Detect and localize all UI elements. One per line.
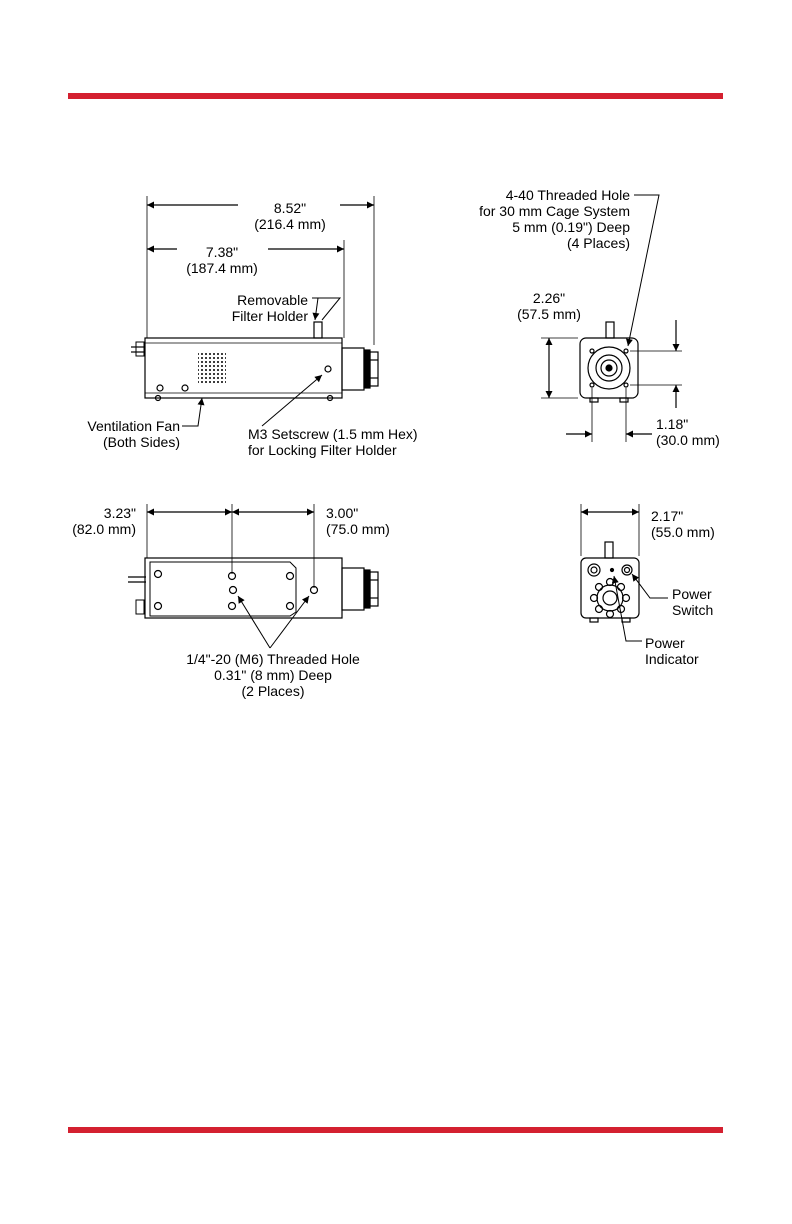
dim-a-mm: (82.0 mm): [72, 521, 136, 537]
filter-holder-label-1: Removable: [237, 292, 308, 308]
body-length-in: 7.38": [206, 244, 238, 260]
back-view-labels: 2.17" (55.0 mm) Power Switch Power Indic…: [645, 508, 715, 667]
cage-hole-label-3: 5 mm (0.19") Deep: [512, 219, 630, 235]
cage-spacing-in: 1.18": [656, 416, 688, 432]
width-mm: (55.0 mm): [651, 524, 715, 540]
housing-side: [144, 337, 343, 399]
bottom-view-labels: 3.23" (82.0 mm) 3.00" (75.0 mm) 1/4"-20 …: [72, 505, 390, 699]
threaded-hole-label-3: (2 Places): [241, 683, 304, 699]
cage-hole-label-4: (4 Places): [567, 235, 630, 251]
power-indicator-label-1: Power: [645, 635, 685, 651]
cage-spacing-mm: (30.0 mm): [656, 432, 720, 448]
threaded-hole-label-2: 0.31" (8 mm) Deep: [214, 667, 332, 683]
front-view: [541, 194, 682, 442]
top-red-rule: [68, 93, 723, 99]
threaded-hole-1: [228, 585, 238, 595]
fan-label-1: Ventilation Fan: [87, 418, 180, 434]
setscrew-hole: [324, 365, 332, 373]
filter-holder-label-2: Filter Holder: [232, 308, 309, 324]
overall-length-mm: (216.4 mm): [254, 216, 326, 232]
dim-b-in: 3.00": [326, 505, 358, 521]
housing-bottom: [144, 557, 343, 619]
threaded-hole-2: [309, 585, 319, 595]
dim-b-mm: (75.0 mm): [326, 521, 390, 537]
setscrew-label-1: M3 Setscrew (1.5 mm Hex): [248, 426, 418, 442]
side-view-labels: 8.52" (216.4 mm) 7.38" (187.4 mm) Remova…: [87, 200, 417, 458]
power-switch-knob: [621, 564, 633, 576]
overall-length-in: 8.52": [274, 200, 306, 216]
height-mm: (57.5 mm): [517, 306, 581, 322]
dim-a-in: 3.23": [104, 505, 136, 521]
front-view-labels: 4-40 Threaded Hole for 30 mm Cage System…: [479, 187, 720, 448]
width-in: 2.17": [651, 508, 683, 524]
fan-grille: [198, 352, 226, 384]
body-length-mm: (187.4 mm): [186, 260, 258, 276]
connector: [587, 563, 601, 577]
threaded-hole-label-1: 1/4"-20 (M6) Threaded Hole: [186, 651, 360, 667]
height-in: 2.26": [533, 290, 565, 306]
power-indicator-label-2: Indicator: [645, 651, 699, 667]
filter-holder-knob: [313, 321, 323, 339]
cage-hole-label-2: for 30 mm Cage System: [479, 203, 630, 219]
bottom-view: [128, 504, 379, 649]
fan-wheel: [596, 584, 624, 612]
power-switch-label-1: Power: [672, 586, 712, 602]
bottom-red-rule: [68, 1127, 723, 1133]
power-switch-label-2: Switch: [672, 602, 713, 618]
fan-label-2: (Both Sides): [103, 434, 180, 450]
side-view: [131, 196, 379, 427]
back-view: [580, 504, 668, 642]
cage-hole-label-1: 4-40 Threaded Hole: [506, 187, 630, 203]
setscrew-label-2: for Locking Filter Holder: [248, 442, 397, 458]
